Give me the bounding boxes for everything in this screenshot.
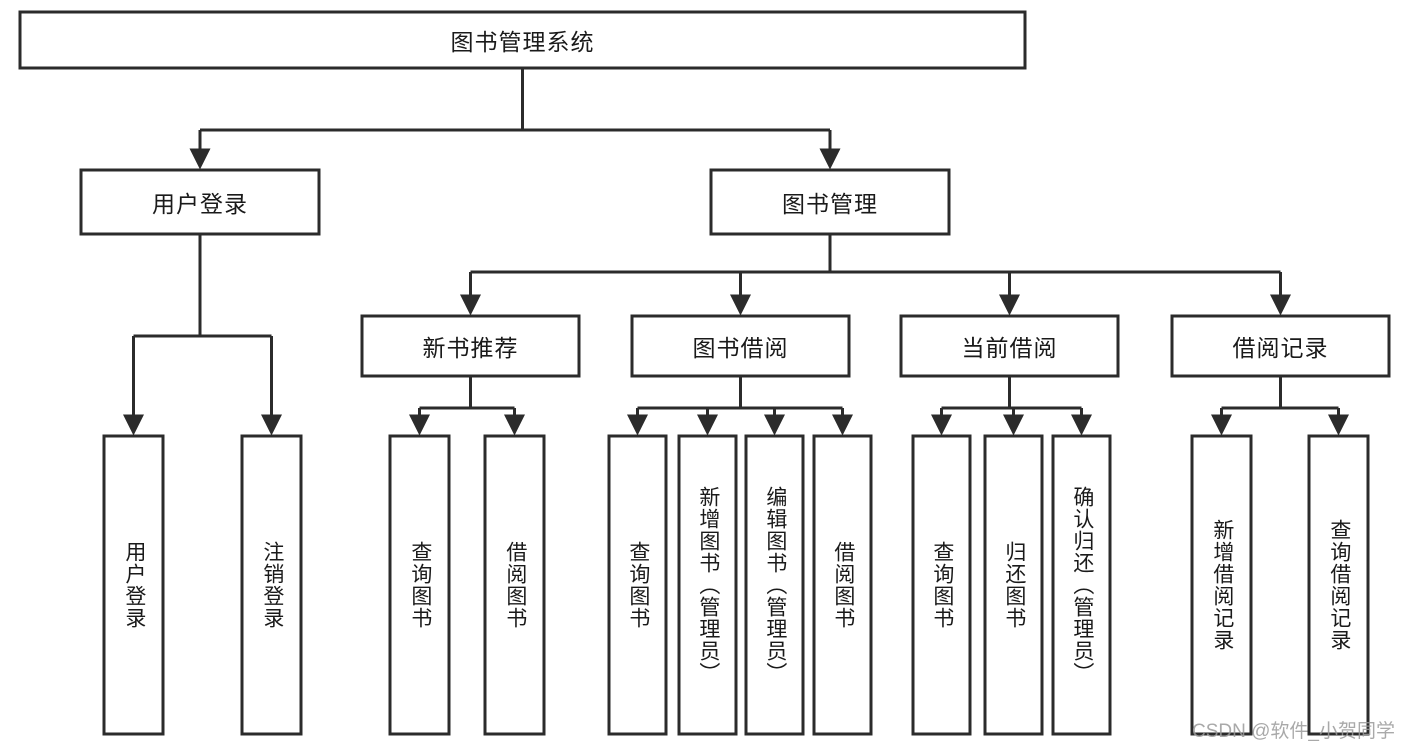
node-box-root[interactable] xyxy=(18,10,1027,70)
node-box-leaf-edit-book-admin[interactable] xyxy=(744,434,805,736)
node-box-leaf-user-login[interactable] xyxy=(102,434,165,736)
node-boxes-layer xyxy=(18,10,1391,736)
node-box-leaf-confirm-return-admin[interactable] xyxy=(1051,434,1112,736)
node-box-leaf-query-book-cb[interactable] xyxy=(911,434,972,736)
connector-layer xyxy=(123,68,1349,436)
node-box-leaf-borrow-book-rec[interactable] xyxy=(483,434,546,736)
node-box-borrow-record[interactable] xyxy=(1170,314,1391,378)
node-box-leaf-add-borrow-record[interactable] xyxy=(1190,434,1253,736)
node-box-new-book-rec[interactable] xyxy=(360,314,581,378)
node-box-leaf-add-book-admin[interactable] xyxy=(677,434,738,736)
node-box-book-manage[interactable] xyxy=(709,168,951,236)
node-box-leaf-query-book-rec[interactable] xyxy=(388,434,451,736)
node-box-leaf-logout[interactable] xyxy=(240,434,303,736)
node-box-leaf-return-book[interactable] xyxy=(983,434,1044,736)
node-box-current-borrow[interactable] xyxy=(899,314,1120,378)
node-box-user-login[interactable] xyxy=(79,168,321,236)
node-box-book-borrow[interactable] xyxy=(630,314,851,378)
node-box-leaf-query-book-bb[interactable] xyxy=(607,434,668,736)
node-box-leaf-borrow-book-bb[interactable] xyxy=(812,434,873,736)
node-box-leaf-query-borrow-record[interactable] xyxy=(1307,434,1370,736)
